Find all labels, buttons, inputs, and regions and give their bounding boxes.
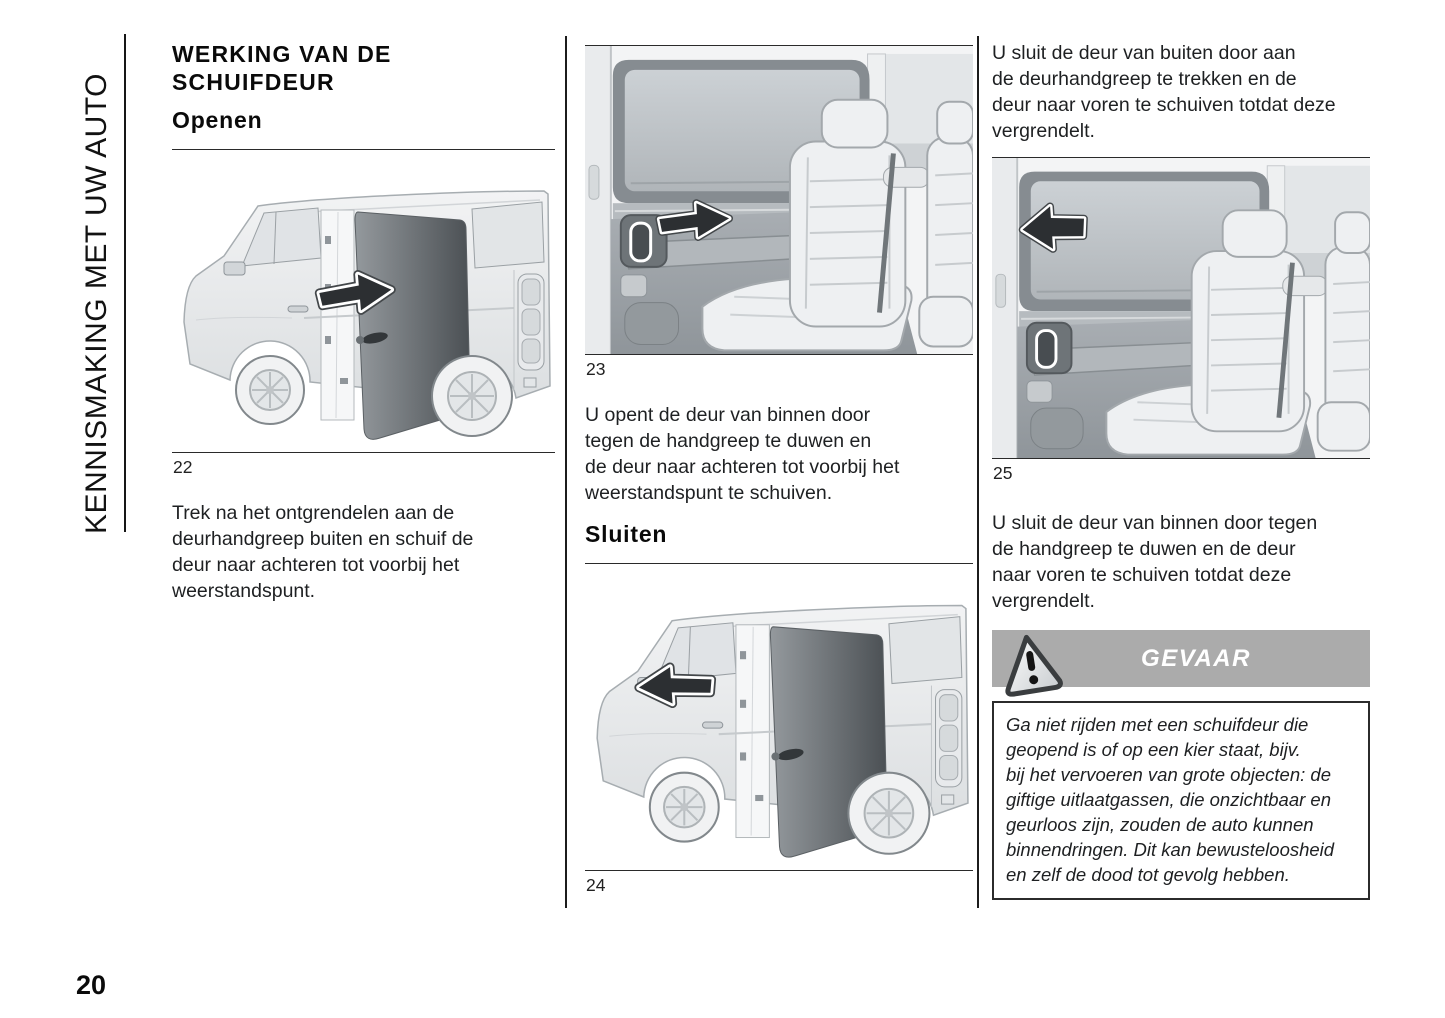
figure-22-van-exterior-door-open	[172, 149, 555, 453]
danger-text-line: giftige uitlaatgassen, die onzichtbaar e…	[1006, 789, 1331, 811]
arrow-right-icon	[655, 199, 734, 241]
page-title: WERKING VAN DE SCHUIFDEUR	[172, 41, 392, 95]
paragraph-close-inside: U sluit de deur van binnen door tegen de…	[992, 510, 1370, 614]
paragraph-line: Trek na het ontgrendelen aan de	[172, 502, 455, 524]
subheading-openen: Openen	[172, 107, 263, 133]
column-right: U sluit de deur van buiten door aan de d…	[992, 40, 1370, 901]
page-number: 20	[76, 970, 107, 1000]
danger-text-line: geurloos zijn, zouden de auto kunnen	[1006, 814, 1314, 836]
danger-text-box: Ga niet rijden met een schuifdeur die ge…	[992, 701, 1370, 901]
column-divider	[565, 36, 567, 908]
figure-23-interior-door-open	[585, 45, 973, 356]
arrow-left-icon	[634, 662, 717, 709]
paragraph-line: U sluit de deur van binnen door tegen	[992, 512, 1318, 535]
paragraph-line: de deurhandgreep te trekken en de	[992, 68, 1297, 90]
column-divider	[977, 36, 979, 908]
paragraph-line: deurhandgreep buiten en schuif de	[172, 528, 474, 550]
van-exterior-illustration	[596, 605, 969, 858]
paragraph-line: de deur naar achteren tot voorbij het	[585, 456, 900, 479]
danger-banner: GEVAAR	[992, 630, 1370, 698]
paragraph-open-inside: U opent de deur van binnen door tegen de…	[585, 402, 973, 506]
paragraph-line: U sluit de deur van buiten door aan	[992, 42, 1296, 64]
paragraph-line: weerstandspunt.	[172, 580, 316, 602]
paragraph-line: deur naar voren te schuiven totdat deze	[992, 94, 1336, 116]
danger-text-line: geopend is of op een kier staat, bijv.	[1006, 739, 1301, 761]
van-exterior-illustration	[183, 190, 551, 440]
warning-triangle-icon	[1005, 635, 1063, 698]
paragraph-line: vergrendelt.	[992, 590, 1095, 613]
danger-text-line: binnendringen. Dit kan bewusteloosheid	[1006, 839, 1335, 861]
paragraph-line: de handgreep te duwen en de deur	[992, 538, 1296, 561]
sidebar-rule	[124, 34, 126, 532]
figure-caption: 24	[586, 875, 606, 896]
danger-text-line: en zelf de dood tot gevolg hebben.	[1006, 864, 1290, 886]
column-left: WERKING VAN DE SCHUIFDEUR Openen	[172, 40, 555, 604]
paragraph-line: tegen de handgreep te duwen en	[585, 430, 872, 453]
paragraph-line: naar voren te schuiven totdat deze	[992, 564, 1292, 587]
paragraph-open-outside: Trek na het ontgrendelen aan de deurhand…	[172, 500, 555, 604]
figure-caption: 25	[993, 463, 1013, 484]
arrow-right-icon	[314, 270, 396, 315]
subheading-sluiten: Sluiten	[585, 521, 668, 548]
paragraph-line: weerstandspunt te schuiven.	[585, 482, 833, 505]
paragraph-line: U opent de deur van binnen door	[585, 404, 871, 427]
paragraph-line: deur naar achteren tot voorbij het	[172, 554, 460, 576]
figure-24-van-exterior-door-closing	[585, 563, 973, 872]
danger-text-line: Ga niet rijden met een schuifdeur die	[1006, 714, 1309, 736]
figure-caption: 22	[173, 457, 193, 477]
arrow-left-icon	[1018, 202, 1088, 253]
column-middle: 23 U opent de deur van binnen door tegen…	[585, 40, 973, 896]
figure-25-interior-door-closing	[992, 157, 1370, 460]
section-sidebar-label: KENNISMAKING MET UW AUTO	[80, 73, 113, 534]
paragraph-close-outside: U sluit de deur van buiten door aan de d…	[992, 40, 1370, 144]
danger-text-line: bij het vervoeren van grote objecten: de	[1006, 764, 1331, 786]
danger-banner-label: GEVAAR	[1141, 644, 1251, 672]
van-interior-illustration	[992, 158, 1370, 459]
figure-caption: 23	[586, 359, 606, 380]
van-interior-illustration	[585, 46, 973, 355]
paragraph-line: vergrendelt.	[992, 120, 1095, 142]
